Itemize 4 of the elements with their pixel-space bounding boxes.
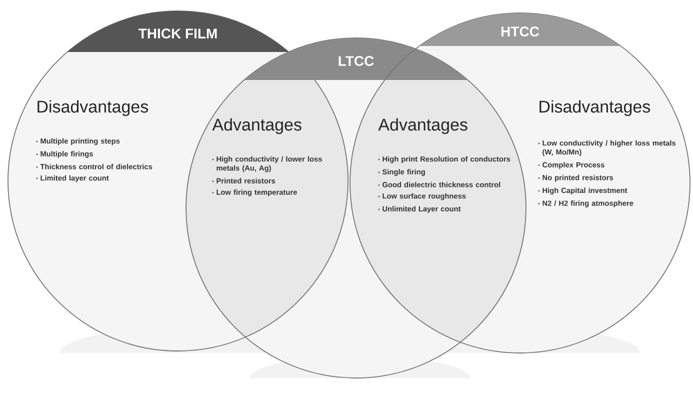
section-heading: Advantages [378,118,468,134]
section-heading: Disadvantages [38,100,148,116]
section-heading: Advantages [212,118,302,134]
section-heading: Disadvantages [540,100,650,116]
